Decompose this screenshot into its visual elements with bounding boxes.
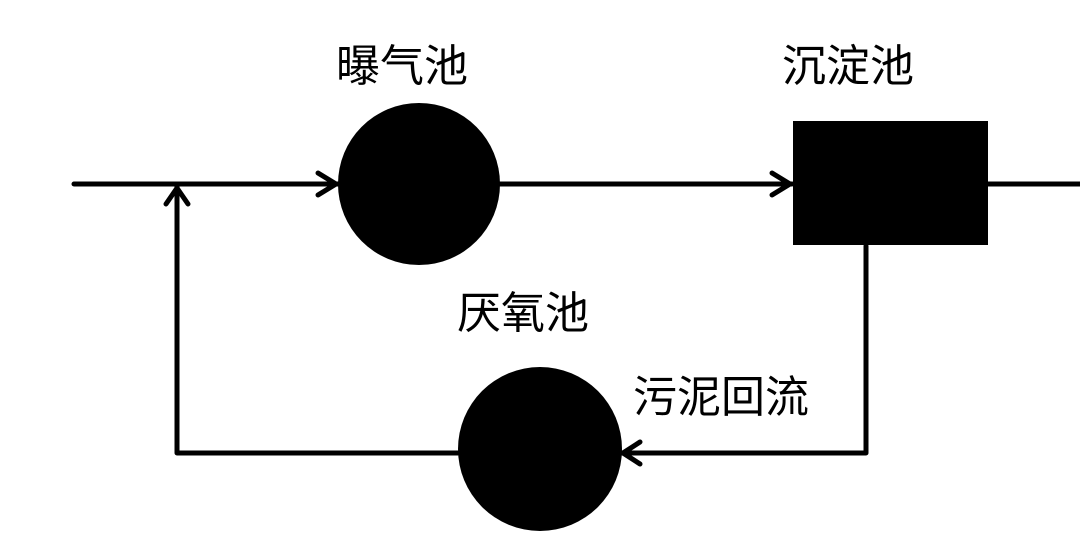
sedimentation-tank-label: 沉淀池: [782, 41, 914, 92]
anaerobic-tank-label: 厌氧池: [457, 288, 589, 339]
anaerobic-tank-node: [458, 367, 622, 531]
sludge-return-line: [619, 243, 869, 456]
sedimentation-tank-node: [793, 121, 988, 245]
recycle-line: [174, 183, 461, 456]
flow-arrowhead-to-sedimentation: [769, 170, 793, 198]
aeration-tank-label: 曝气池: [336, 41, 468, 92]
sludge-return-arrowhead: [620, 439, 643, 467]
inlet-arrowhead: [315, 170, 339, 198]
aeration-tank-node: [338, 103, 500, 265]
recycle-arrowhead: [163, 185, 191, 207]
sludge-return-label: 污泥回流: [633, 372, 809, 423]
